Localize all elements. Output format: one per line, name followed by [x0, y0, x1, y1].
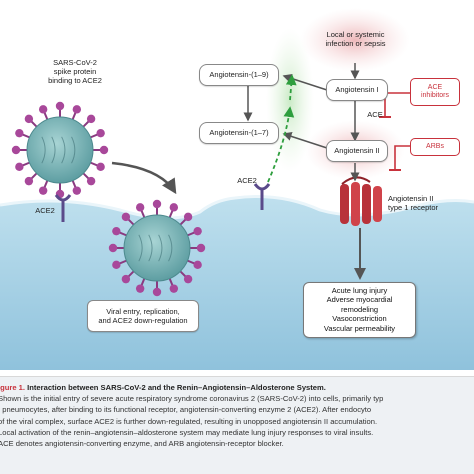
virus-rna-strand	[148, 234, 153, 262]
ace2-label-left: ACE2	[35, 206, 55, 215]
caption-line: Shown is the initial entry of severe acu…	[0, 394, 384, 404]
figure-caption: igure 1. Interaction between SARS-CoV-2 …	[0, 376, 474, 474]
spike-protein	[38, 105, 48, 114]
arb-inhibitor-line	[394, 145, 410, 170]
spike-protein	[86, 176, 96, 186]
spike-protein	[112, 260, 121, 270]
spike-protein	[24, 114, 34, 124]
virus-rna-strand	[138, 234, 143, 262]
spike-binding-label: SARS-CoV-2 spike protein binding to ACE2	[48, 58, 102, 85]
angiotensin-i-box: Angiotensin I	[326, 79, 388, 101]
spike-protein	[72, 186, 82, 195]
spike-protein	[121, 274, 131, 284]
spike-protein	[193, 260, 202, 270]
spike-protein	[24, 176, 34, 186]
outcome-item: Adverse myocardial remodeling	[326, 295, 393, 314]
entry-arrow	[111, 161, 177, 195]
virus-rna-strand	[41, 136, 46, 164]
ace-inhibitors-box: ACE inhibitors	[410, 78, 460, 106]
spike-protein	[196, 243, 206, 253]
virus-rna-strand	[71, 136, 76, 164]
spike-protein	[15, 128, 24, 138]
arbs-box: ARBs	[410, 138, 460, 156]
angiotensin-1-7-box: Angiotensin-(1–7)	[199, 122, 279, 144]
figure-number: igure 1.	[0, 383, 26, 392]
ace-label: ACE	[367, 110, 383, 119]
spike-protein	[96, 162, 105, 172]
membrane-edge	[0, 195, 474, 220]
spike-protein	[121, 212, 131, 222]
spike-protein	[11, 145, 21, 155]
spike-protein	[183, 212, 193, 222]
virus-particle-endocytosed	[108, 199, 206, 297]
outcome-item: Vascular permeability	[323, 323, 396, 333]
virus-rna-strand	[61, 136, 66, 164]
caption-line: I pneumocytes, after binding to its func…	[0, 405, 372, 415]
caption-line: ACE denotes angiotensin-converting enzym…	[0, 439, 284, 449]
spike-protein	[169, 203, 179, 212]
caption-heading: igure 1. Interaction between SARS-CoV-2 …	[0, 382, 474, 393]
spike-protein	[72, 105, 82, 114]
ace2-receptor-right	[253, 183, 271, 210]
virus-core	[123, 214, 191, 282]
angiotensin-1-9-box: Angiotensin-(1–9)	[199, 64, 279, 86]
virus-rna-strand	[158, 234, 163, 262]
caption-line: of the viral complex, surface ACE2 is fu…	[0, 416, 378, 426]
spike-protein	[15, 162, 24, 172]
outcome-item: Acute lung injury	[331, 286, 388, 295]
spike-protein	[135, 284, 145, 293]
ace2-pathway-arrow-lower	[267, 106, 295, 183]
spike-protein	[193, 226, 202, 236]
angiotensin-ii-box: Angiotensin II	[326, 140, 388, 162]
ace-inhibitor-line	[384, 92, 410, 117]
ace2-label-right: ACE2	[237, 176, 257, 185]
diagram-figure: SARS-CoV-2 spike protein binding to ACE2…	[0, 8, 474, 370]
spike-protein	[99, 145, 109, 155]
spike-protein	[108, 243, 118, 253]
figure-title: Interaction between SARS-CoV-2 and the R…	[27, 383, 326, 392]
infection-label: Local or systemic infection or sepsis	[325, 30, 386, 48]
arrow-ang2-to-ang17	[282, 132, 328, 149]
spike-protein	[38, 186, 48, 195]
spike-protein	[96, 128, 105, 138]
virus-rna-strand	[51, 136, 56, 164]
infection-glow	[300, 8, 410, 72]
spike-protein	[112, 226, 121, 236]
outcomes-box: Acute lung injury Adverse myocardial rem…	[303, 282, 416, 338]
spike-protein	[169, 284, 179, 293]
ace2-receptor-left	[54, 194, 72, 222]
spike-protein	[86, 114, 96, 124]
outcome-item: Vasoconstriction	[332, 314, 387, 324]
receptor-label: Angiotensin II type 1 receptor	[388, 194, 439, 212]
spike-protein	[152, 287, 162, 297]
viral-entry-box: Viral entry, replication, and ACE2 down-…	[87, 300, 199, 332]
spike-protein	[152, 199, 162, 209]
spike-protein	[135, 203, 145, 212]
caption-line: Local activation of the renin–angiotensi…	[0, 427, 374, 437]
spike-protein	[183, 274, 193, 284]
spike-protein	[55, 101, 65, 111]
virus-rna-strand	[168, 234, 173, 262]
virus-core	[26, 116, 94, 184]
virus-particle	[11, 101, 109, 199]
